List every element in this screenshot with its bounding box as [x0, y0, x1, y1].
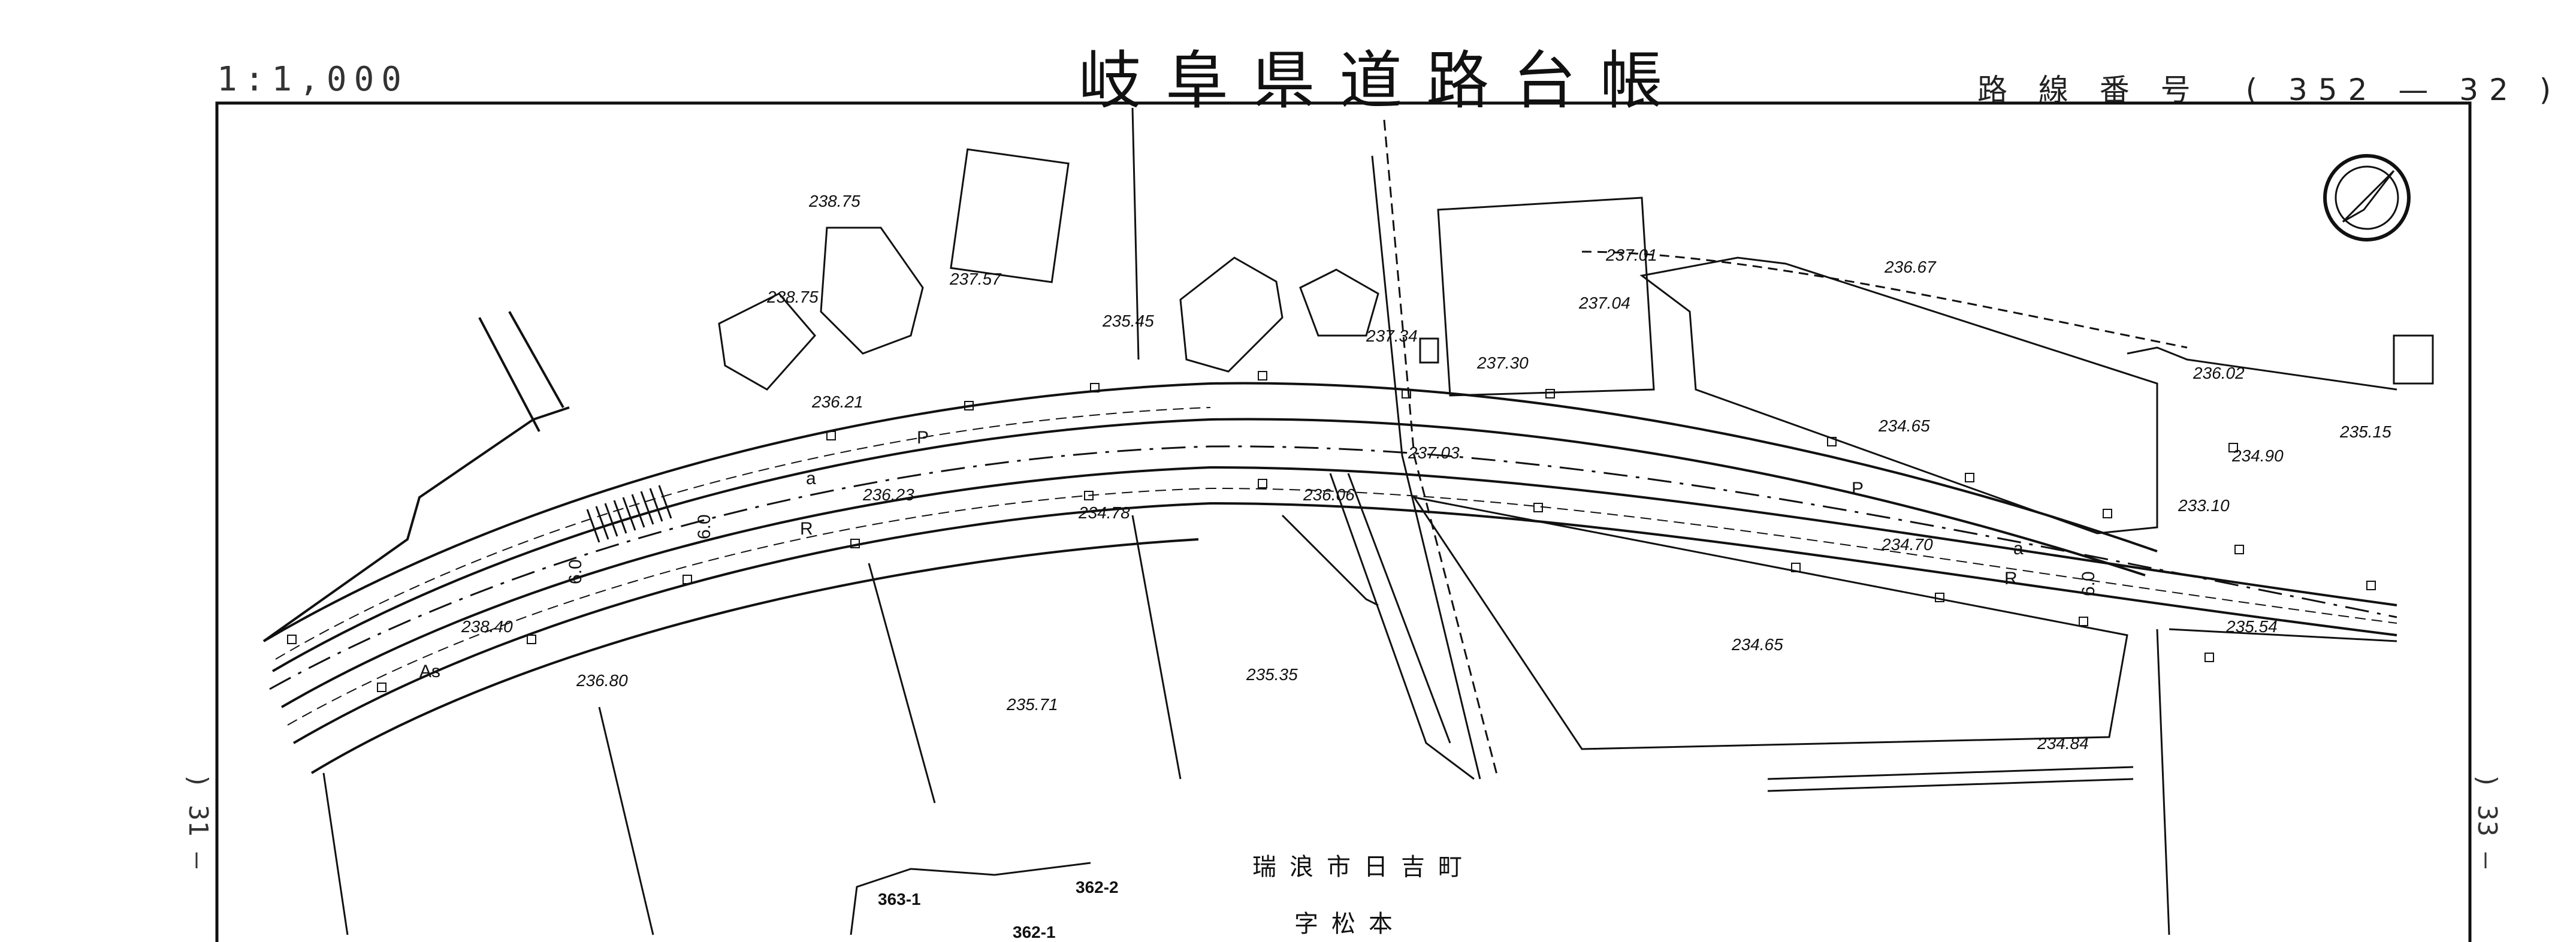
road-mark-p: P [917, 428, 929, 448]
elevation-label: 235.54 [2225, 617, 2278, 636]
road-mark-p: P [1852, 479, 1864, 499]
adjacent-sheet-left: ) 31 — [183, 773, 213, 868]
lot-number: 362-2 [1076, 878, 1119, 896]
map-frame [215, 101, 2472, 942]
road-mark-a: a [2013, 539, 2024, 558]
elevation-label: 236.67 [1884, 258, 1937, 276]
manhole-icon [287, 371, 2376, 692]
elevation-label: 235.71 [1006, 695, 1058, 714]
elevation-label: 234.65 [1878, 416, 1930, 435]
road-dashed-edges [275, 407, 2397, 726]
scale-label: 1:1,000 [217, 60, 409, 99]
elevation-label: 234.78 [1078, 503, 1130, 522]
aza-name: 字松本 [1294, 910, 1406, 938]
lot-number: 362-1 [1013, 923, 1056, 941]
buildings [718, 148, 2434, 535]
road-width: 6.0 [694, 514, 714, 539]
elevation-label: 237.57 [949, 270, 1002, 288]
building-outline [262, 406, 570, 642]
elevation-label: 233.10 [2178, 496, 2230, 515]
road-mark-r: R [2004, 569, 2018, 588]
elevation-label: 234.65 [1731, 635, 1783, 654]
elevation-label: 237.04 [1578, 294, 1630, 312]
road-width: 6.0 [566, 559, 585, 584]
map-title: 岐阜県道路台帳 [1079, 44, 1687, 117]
road-edges [262, 382, 2397, 774]
elevation-label: 238.75 [808, 192, 860, 210]
route-number: 路 線 番 号 ( 352 — 32 ) [1977, 66, 2562, 109]
route-number-value: ( 352 — 32 ) [2245, 73, 2562, 107]
north-arrow-icon [2323, 154, 2411, 241]
road-mark-as: As [419, 662, 440, 681]
route-label: 路 線 番 号 [1977, 73, 2201, 107]
adjacent-sheet-right: ) 33 — [2472, 773, 2502, 868]
elevation-label: 234.84 [2037, 734, 2089, 753]
elevation-label: 237.34 [1366, 327, 1418, 345]
elevation-label: 234.90 [2231, 446, 2284, 465]
elevation-label: 236.23 [862, 485, 914, 504]
elevation-label: 238.75 [766, 288, 819, 306]
elevation-label: 237.01 [1605, 246, 1657, 264]
elevation-label: 236.02 [2193, 364, 2245, 382]
elevation-label: 236.21 [811, 393, 863, 411]
crosswalk [586, 485, 672, 543]
elevation-label: 235.35 [1246, 665, 1298, 684]
elevation-label: 235.45 [1102, 312, 1154, 330]
elevation-label: 236.80 [576, 671, 628, 690]
elevation-label: 236.06 [1303, 485, 1355, 504]
road-width: 6.0 [2079, 571, 2098, 596]
lower-lots [322, 107, 2397, 935]
elevation-label: 237.30 [1476, 354, 1529, 372]
road-mark-a: a [806, 469, 816, 488]
road-centerline [269, 445, 2397, 690]
elevation-label: 237.03 [1408, 443, 1460, 462]
elevation-label: 234.70 [1881, 535, 1933, 554]
town-name: 瑞浪市日吉町 [1252, 853, 1475, 881]
elevation-label: 235.15 [2339, 422, 2391, 441]
elevation-label: 238.40 [461, 617, 513, 636]
road-mark-r: R [800, 519, 813, 539]
lot-number: 363-1 [878, 890, 921, 908]
